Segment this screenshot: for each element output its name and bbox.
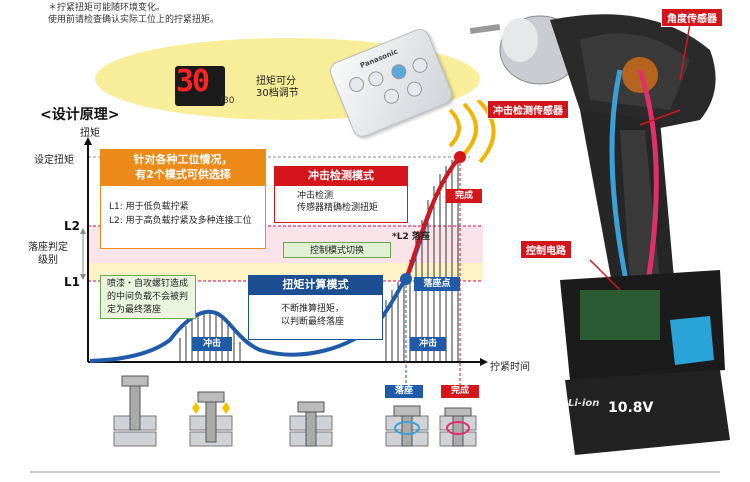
intermediate-load-line-1: 喷漆・自攻螺钉造成 [107, 279, 189, 289]
torque-display-digits: 30 [176, 64, 210, 99]
torque-calc-line-2: 以判断最终落座 [281, 317, 345, 327]
wireless-signal-icon [448, 100, 496, 164]
mode-l1-desc: L1: 用于低负载拧紧 [109, 202, 189, 212]
control-circuit-callout: 控制电路 [520, 240, 572, 259]
complete-marker [454, 151, 466, 163]
mode-l2-desc: L2: 用于高负载拧紧及多种连接工位 [109, 216, 252, 226]
impact-mode-line-2: 传感器精确检测扭矩 [297, 203, 379, 213]
impact-mode-line-1: 冲击检测 [297, 191, 334, 201]
impact-curve [404, 155, 462, 280]
complete-tag-top: 完成 [446, 189, 482, 203]
seating-judge-line-1: 落座判定 [28, 242, 68, 253]
bolt-stage-5 [439, 407, 477, 447]
bottom-divider [30, 471, 720, 473]
mode-select-title-line-2: 有2个模式可供选择 [135, 168, 231, 181]
torque-calc-mode-box: 不断推算扭矩， 以判断最终落座 [248, 294, 383, 340]
l2-seat-label: *L2 落座 [392, 232, 430, 242]
seat-point-tag: 落座点 [414, 277, 460, 291]
set-torque-label: 设定扭矩 [34, 155, 74, 166]
impact-driver-illustration [470, 14, 730, 455]
torque-adjust-line-1: 扭矩可分 [256, 76, 296, 87]
usage-note: ＊拧紧扭矩可能随环境变化。 使用前请检查确认实际工位上的拧紧扭矩。 [48, 2, 219, 26]
l1-label: L1 [64, 275, 80, 289]
impact-tag-1: 冲击 [192, 337, 232, 351]
x-axis-label: 拧紧时间 [490, 362, 530, 373]
intermediate-load-line-3: 定为最终落座 [107, 305, 162, 315]
impact-tag-2: 冲击 [410, 337, 446, 351]
note-line-1: ＊拧紧扭矩可能随环境变化。 [48, 3, 166, 13]
seating-judge-line-2: 级别 [38, 255, 58, 266]
note-line-2: 使用前请检查确认实际工位上的拧紧扭矩。 [48, 15, 220, 25]
y-axis-label: 扭矩 [80, 128, 100, 139]
impact-mode-box: 冲击检测 传感器精确检测扭矩 [274, 185, 408, 223]
bolt-stage-4 [385, 405, 429, 447]
bolt-stages [113, 375, 477, 447]
seating-judge-label: 落座判定 级别 [28, 241, 68, 267]
seat-point-marker [400, 273, 412, 285]
mode-select-title-line-1: 针对各种工位情况， [133, 153, 233, 166]
intermediate-load-note: 喷漆・自攻螺钉造成 的中间负载不会被判 定为最终落座 [100, 275, 196, 319]
callout-leader-lines [589, 23, 691, 291]
torque-adjust-text: 扭矩可分 30档调节 [256, 76, 299, 100]
section-title: <设计原理> [40, 107, 120, 123]
seating-range-arrow-icon [80, 228, 86, 280]
mode-select-title: 针对各种工位情况， 有2个模式可供选择 [100, 149, 266, 185]
torque-display [175, 66, 225, 106]
impact-mode-title: 冲击检测模式 [274, 166, 408, 185]
l2-label: L2 [64, 219, 80, 233]
intermediate-load-line-2: 的中间负载不会被判 [107, 292, 189, 302]
battery-voltage: 10.8V [608, 400, 654, 416]
bolt-stage-1 [113, 375, 157, 447]
bolt-stage-2 [189, 391, 233, 447]
impact-sensor-callout: 冲击检测传感器 [487, 100, 569, 119]
bolt-stage-3 [289, 401, 333, 447]
mode-switch-note: 控制模式切换 [283, 242, 391, 258]
battery-brand: Li-ion [568, 398, 600, 409]
angle-sensor-callout: 角度传感器 [661, 8, 723, 27]
torque-display-denominator: /30 [220, 96, 235, 106]
mode-select-box: L1: 用于低负载拧紧 L2: 用于高负载拧紧及多种连接工位 [100, 185, 266, 249]
torque-adjust-line-2: 30档调节 [256, 88, 299, 99]
torque-calc-mode-title: 扭矩计算模式 [248, 275, 383, 294]
complete-tag-bottom: 完成 [441, 385, 479, 398]
torque-calc-line-1: 不断推算扭矩， [281, 304, 345, 314]
seat-tag-bottom: 落座 [385, 385, 423, 398]
